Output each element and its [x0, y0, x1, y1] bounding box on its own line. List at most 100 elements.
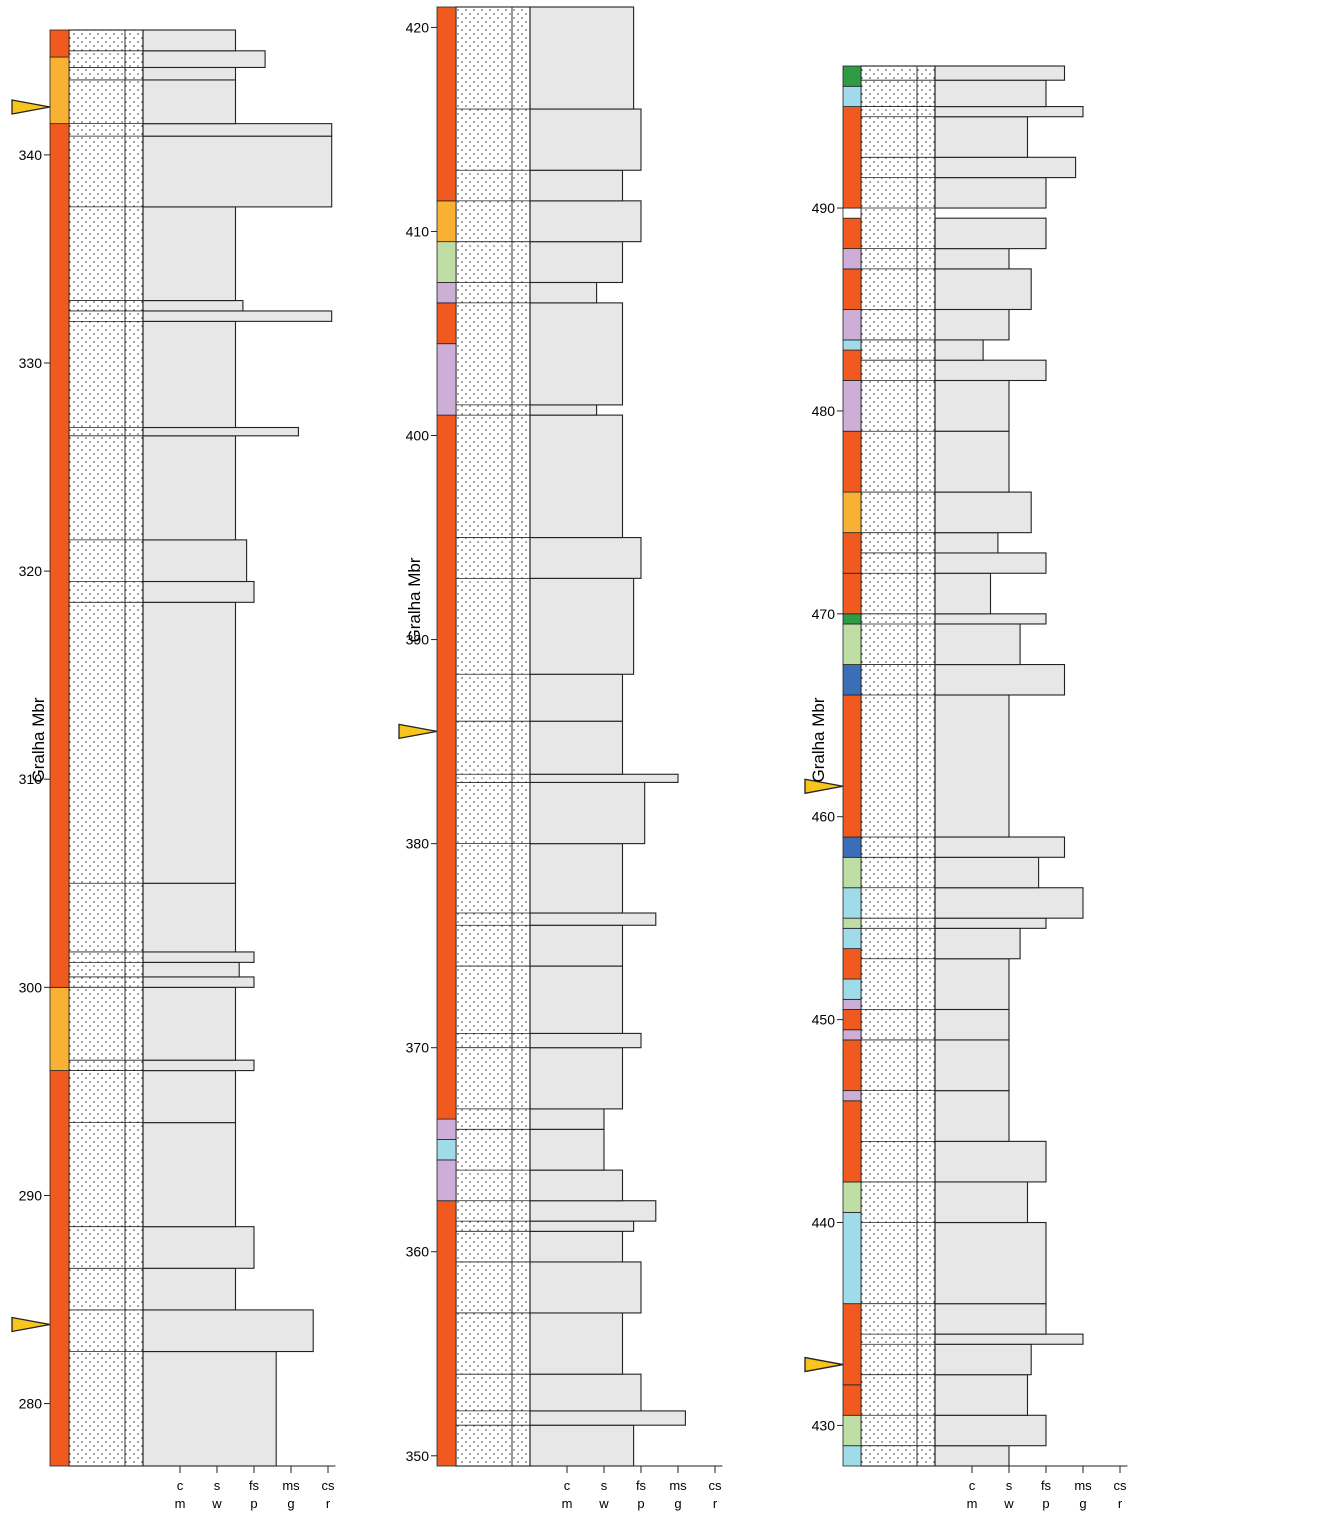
- grain-size-bed: [529, 1032, 642, 1049]
- depth-tick-label: 490: [812, 200, 836, 216]
- grain-size-bed: [529, 200, 642, 243]
- grain-size-bed: [529, 536, 642, 579]
- grain-axis-label-top: ms: [669, 1478, 687, 1493]
- grain-size-bed: [934, 1181, 1029, 1224]
- sequence-boundary-marker: [804, 778, 844, 795]
- grain-size-bed: [529, 108, 642, 171]
- facies-segment: [842, 217, 862, 250]
- facies-segment: [842, 664, 862, 696]
- grain-size-bed: [934, 308, 1010, 341]
- grain-size-bed: [142, 976, 255, 988]
- grain-size-bed: [934, 1008, 1010, 1041]
- depth-tick-label: 440: [812, 1215, 836, 1231]
- facies-segment: [49, 29, 70, 58]
- grain-size-bed: [529, 843, 624, 914]
- grain-size-bed: [529, 414, 624, 539]
- grain-size-bed: [142, 435, 237, 541]
- grain-size-bed: [529, 965, 624, 1034]
- grain-axis-label-bottom: m: [562, 1496, 573, 1511]
- grain-axis-label-top: cs: [1114, 1478, 1128, 1493]
- facies-segment: [842, 1211, 862, 1305]
- facies-segment: [842, 978, 862, 1000]
- grain-size-bed: [934, 248, 1010, 270]
- grain-size-bed: [934, 836, 1066, 858]
- grain-size-bed: [934, 177, 1047, 209]
- grain-size-bed: [934, 623, 1021, 666]
- grain-axis-label-top: fs: [636, 1478, 647, 1493]
- grain-axis-label-bottom: m: [175, 1496, 186, 1511]
- depth-tick-label: 280: [19, 1396, 43, 1412]
- grain-axis-label-top: c: [969, 1478, 976, 1493]
- grain-size-bed: [934, 65, 1066, 81]
- grain-size-bed: [934, 430, 1010, 493]
- grain-size-bed: [529, 1047, 624, 1110]
- facies-segment: [842, 1100, 862, 1183]
- grain-size-bed: [142, 135, 333, 208]
- depth-tick-label: 400: [406, 428, 430, 444]
- grain-size-bed: [934, 1343, 1032, 1376]
- facies-segment: [436, 1118, 457, 1140]
- grain-size-bed: [934, 664, 1066, 696]
- grain-size-bed: [934, 572, 992, 615]
- facies-segment: [842, 1445, 862, 1467]
- facies-segment: [436, 200, 457, 243]
- grain-size-bed: [934, 887, 1084, 919]
- grain-size-bed: [142, 961, 240, 978]
- grain-axis-label-top: cs: [322, 1478, 336, 1493]
- grain-size-bed: [529, 673, 624, 722]
- grain-size-bed: [142, 1309, 314, 1353]
- grain-size-bed: [934, 1039, 1010, 1092]
- facies-segment: [436, 6, 457, 202]
- grain-size-bed: [934, 491, 1032, 534]
- grain-size-bed: [142, 66, 237, 81]
- grain-size-bed: [934, 116, 1029, 158]
- member-label-left: Gralha Mbr: [29, 697, 48, 782]
- lithology-column: [68, 29, 144, 1467]
- sequence-boundary-marker: [804, 1356, 844, 1373]
- facies-segment: [842, 623, 862, 665]
- facies-segment: [842, 1029, 862, 1041]
- facies-segment: [842, 836, 862, 858]
- grain-axis-label-top: s: [214, 1478, 221, 1493]
- grain-size-bed: [934, 359, 1047, 382]
- grain-size-bed: [142, 50, 266, 69]
- member-label-middle: Gralha Mbr: [405, 557, 424, 642]
- facies-segment: [49, 56, 70, 125]
- facies-segment: [436, 302, 457, 345]
- grain-axis-label-top: c: [177, 1478, 184, 1493]
- facies-segment: [842, 948, 862, 980]
- facies-segment: [842, 917, 862, 929]
- grain-size-bed: [529, 1373, 642, 1412]
- facies-segment: [842, 927, 862, 950]
- facies-segment: [842, 106, 862, 209]
- depth-tick-label: 460: [812, 809, 836, 825]
- grain-size-bed: [529, 169, 624, 202]
- grain-size-bed: [142, 1070, 237, 1124]
- grain-axis-label-bottom: w: [1003, 1496, 1014, 1511]
- depth-tick-label: 480: [812, 403, 836, 419]
- grain-size-bed: [142, 1122, 237, 1228]
- facies-segment: [436, 1200, 457, 1467]
- facies-segment: [842, 491, 862, 534]
- grain-size-bed: [529, 1410, 686, 1426]
- depth-tick-label: 290: [19, 1187, 43, 1203]
- grain-size-bed: [142, 1350, 277, 1467]
- depth-tick-label: 350: [406, 1448, 430, 1464]
- grain-size-bed: [529, 912, 657, 926]
- grain-size-bed: [934, 379, 1010, 432]
- grain-axis-label-bottom: r: [326, 1496, 331, 1511]
- grain-size-bed: [529, 773, 679, 783]
- grain-size-bed: [934, 79, 1047, 108]
- facies-segment: [436, 241, 457, 283]
- grain-size-bed: [142, 426, 299, 437]
- facies-segment: [842, 532, 862, 574]
- grain-size-bed: [934, 1374, 1029, 1416]
- sequence-boundary-marker: [11, 99, 51, 115]
- depth-tick-label: 380: [406, 836, 430, 852]
- depth-tick-label: 370: [406, 1040, 430, 1056]
- facies-segment: [842, 1384, 862, 1416]
- facies-segment: [842, 613, 862, 625]
- facies-segment: [842, 309, 862, 341]
